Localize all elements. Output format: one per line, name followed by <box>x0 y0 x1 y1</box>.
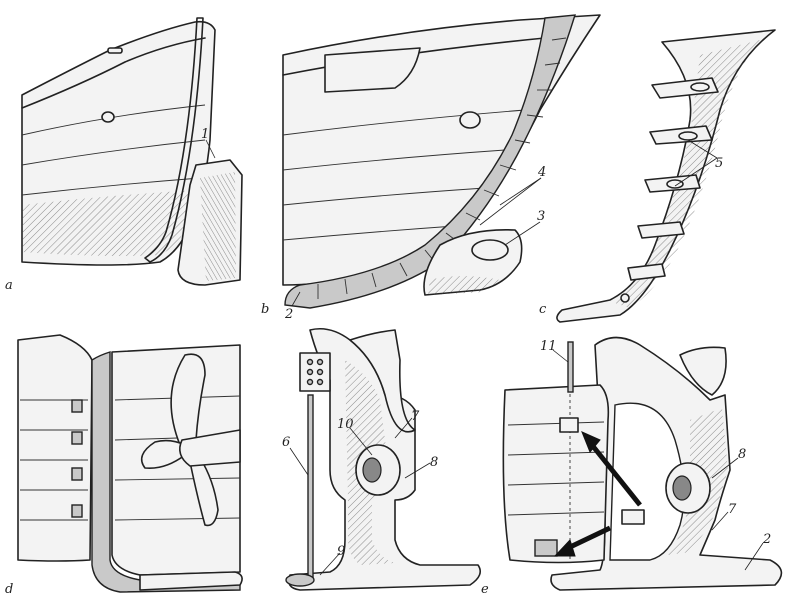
label-plate-e-right <box>621 509 645 525</box>
lower-pintle-e-right <box>534 539 558 557</box>
stem-section-hole-b <box>471 239 509 261</box>
panel-e-right <box>502 336 783 591</box>
stem-section-hatch-b <box>428 276 500 295</box>
panel-c <box>556 29 776 323</box>
plank-line-b1 <box>282 109 526 136</box>
propeller-d <box>140 353 241 527</box>
panel-letter-b: b <box>261 302 269 317</box>
arrowhead-lower <box>553 539 576 557</box>
callout-6: 6 <box>282 435 290 450</box>
callout-9: 9 <box>337 544 345 559</box>
panel-letter-a: a <box>5 278 13 293</box>
arrow-shaft-upper <box>590 443 642 507</box>
arrowhead-upper <box>581 431 601 453</box>
panel-d <box>17 334 243 593</box>
shaft-bore-e-left <box>362 457 382 483</box>
hawse-slot-a <box>107 47 123 54</box>
porthole-b <box>459 111 481 129</box>
callout-4: 4 <box>537 165 546 180</box>
rudder-stock-e-left <box>307 394 314 581</box>
panel-b <box>282 14 601 309</box>
callout-7-left: 7 <box>411 409 420 424</box>
porthole-a <box>101 111 115 123</box>
callout-5: 5 <box>715 156 723 171</box>
plank-line-b4 <box>282 225 456 241</box>
shaft-bore-e-right <box>672 475 692 501</box>
gudgeon-plate-e-left <box>299 352 331 392</box>
rudder-d <box>17 334 93 562</box>
deck-line-a <box>21 37 206 109</box>
panel-letter-e: e <box>481 582 489 597</box>
upper-pintle-e-right <box>559 417 579 433</box>
pintles-d <box>71 399 83 518</box>
stern-post-d <box>91 351 241 593</box>
callout-8-left: 8 <box>430 455 438 470</box>
upper-arm-e-left <box>349 329 416 433</box>
bar-section-hatch-a <box>200 172 236 281</box>
panel-letter-c: c <box>539 302 547 317</box>
callout-3: 3 <box>537 209 545 224</box>
callout-2-b: 2 <box>284 307 293 322</box>
callout-8-right: 8 <box>738 447 746 462</box>
plank-line-b2 <box>282 149 506 171</box>
callout-2-e: 2 <box>762 532 771 547</box>
callout-11: 11 <box>540 339 557 354</box>
top-casting-e-right <box>679 346 727 396</box>
plank-line-b3 <box>282 187 486 206</box>
stem-casting-c <box>556 29 776 323</box>
rudder-lines-e-right <box>507 388 605 560</box>
callout-7-right: 7 <box>728 502 737 517</box>
rudder-e-right <box>502 384 610 564</box>
leader-lines <box>205 139 764 576</box>
bulwark-b <box>324 47 421 93</box>
heel-bearing-e-left <box>285 573 315 587</box>
panel-a <box>21 17 243 286</box>
callout-10: 10 <box>337 417 354 432</box>
panel-letter-d: d <box>5 582 13 597</box>
arrow-shaft-lower <box>566 525 612 551</box>
stem-webs-c <box>620 77 719 303</box>
stem-bar-a <box>144 17 204 263</box>
panel-e-left <box>285 327 481 591</box>
hull-shading-a <box>22 190 198 256</box>
rudder-stock-e-right <box>567 341 574 393</box>
callout-1: 1 <box>201 127 209 142</box>
sole-piece-d <box>139 571 243 591</box>
plank-line-a2 <box>21 139 206 166</box>
stem-casting-shade-c <box>612 40 760 308</box>
